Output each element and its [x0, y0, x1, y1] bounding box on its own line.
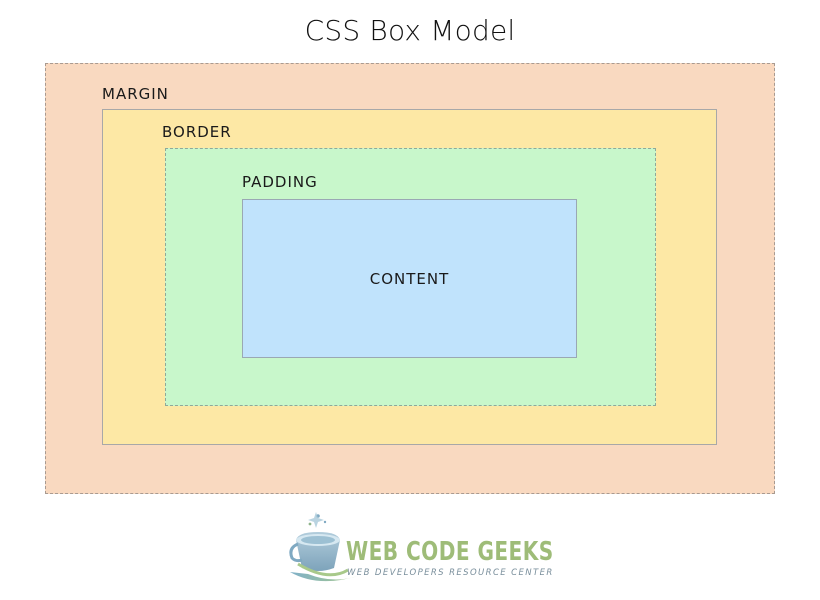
logo-tagline: WEB DEVELOPERS RESOURCE CENTER — [347, 568, 554, 578]
diagram-title: CSS Box Model — [304, 14, 516, 47]
web-code-geeks-logo — [289, 512, 358, 582]
logo-icon — [289, 512, 358, 582]
logo-wordmark: WEB CODE GEEKS — [346, 537, 554, 567]
content-label: CONTENT — [369, 270, 450, 288]
padding-label: PADDING — [242, 173, 318, 191]
border-label: BORDER — [162, 123, 232, 141]
margin-label: MARGIN — [102, 85, 169, 103]
content-box — [242, 199, 577, 358]
